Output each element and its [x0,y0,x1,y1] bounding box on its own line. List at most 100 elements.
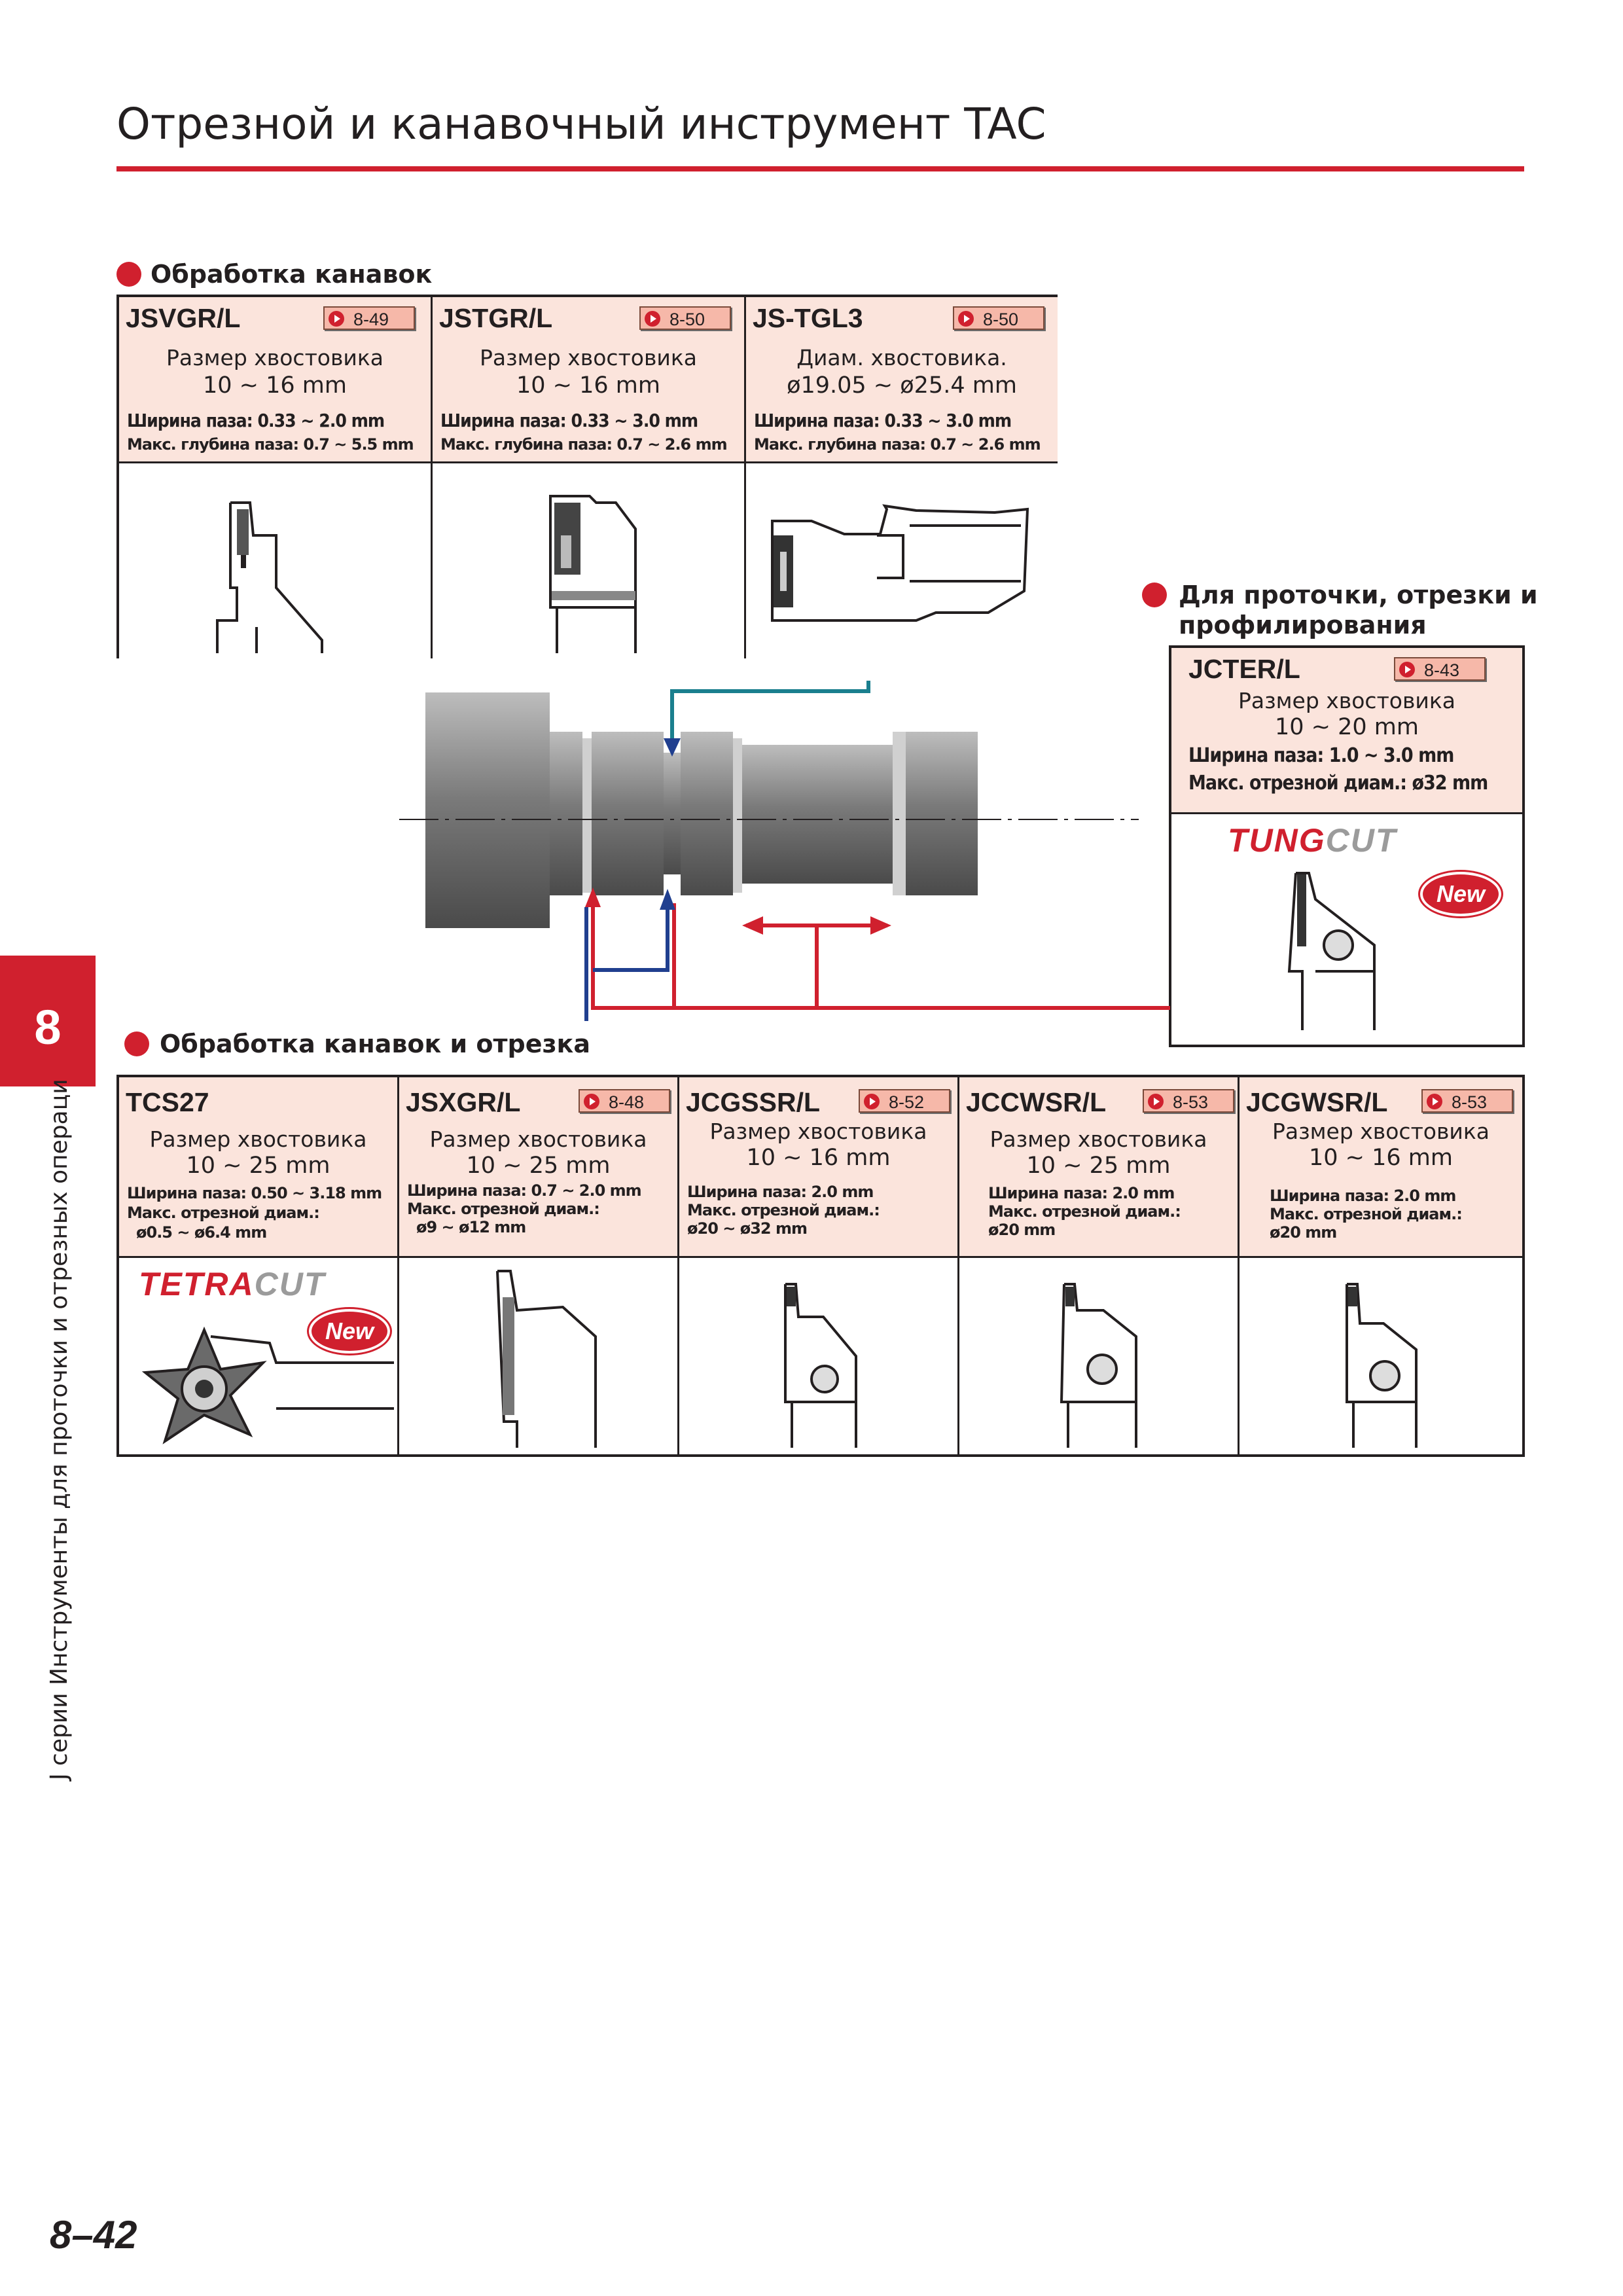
arrow-right-icon [1427,1094,1442,1109]
arrow-right-icon [864,1094,880,1109]
arrow-right-icon [1148,1094,1164,1109]
arrow-right-icon [645,311,660,327]
tool-card-jcter[interactable]: JCTER/L 8-43 Размер хвостовика 10 ~ 20 m… [1171,648,1522,814]
groove-width: Ширина паза: 2.0 mm [988,1184,1175,1202]
groove-width: Ширина паза: 2.0 mm [687,1183,874,1201]
turning-tools-table: JCTER/L 8-43 Размер хвостовика 10 ~ 20 m… [1169,645,1525,1047]
workpiece-diagram [393,657,1178,1080]
cutoff-diameter-label: Макс. отрезной диам.: [407,1200,600,1218]
title-rule [116,166,1524,171]
arrow-right-icon [1399,662,1415,677]
tool-code: TCS27 [126,1087,209,1117]
shank-value: ø19.05 ~ ø25.4 mm [787,372,1017,399]
tool-card-jsxgr[interactable]: JSXGR/L 8-48 Размер хвостовика 10 ~ 25 m… [399,1077,679,1258]
bullet-dot-icon [124,1031,149,1056]
tool-card-tcs27[interactable]: TCS27 Размер хвостовика 10 ~ 25 mm Ширин… [119,1077,399,1258]
tool-drawing-jsvgr [119,463,433,658]
tool-card-jsvgr[interactable]: JSVGR/L 8-49 Размер хвостовика 10 ~ 16 m… [119,297,433,463]
grooving-tools-table: JSVGR/L 8-49 Размер хвостовика 10 ~ 16 m… [116,295,1058,658]
tool-code: JSTGR/L [439,303,553,333]
tool-card-js-tgl3[interactable]: JS-TGL3 8-50 Диам. хвостовика. ø19.05 ~ … [746,297,1058,463]
cutoff-diameter-label: Макс. отрезной диам.: [988,1202,1181,1221]
groove-width: Ширина паза: 0.33 ~ 3.0 mm [754,410,1012,431]
page-ref-button[interactable]: 8-48 [579,1089,670,1113]
tool-code: JCGSSR/L [686,1087,821,1117]
shank-value: 10 ~ 25 mm [186,1153,330,1179]
groove-width: Ширина паза: 0.7 ~ 2.0 mm [407,1181,642,1200]
grooving-cutoff-tools-table: TCS27 Размер хвостовика 10 ~ 25 mm Ширин… [116,1075,1525,1457]
new-badge: New [1420,872,1501,916]
shank-value: 10 ~ 16 mm [203,372,347,399]
shank-value: 10 ~ 16 mm [746,1145,891,1171]
tool-code: JCCWSR/L [966,1087,1107,1117]
tool-card-jcgwsr[interactable]: JCGWSR/L 8-53 Размер хвостовика 10 ~ 16 … [1240,1077,1522,1258]
tool-drawing-jccwsr [959,1258,1240,1454]
section-turning-label: Для проточки, отрезки и [1179,581,1538,609]
groove-width: Ширина паза: 0.50 ~ 3.18 mm [127,1184,382,1202]
page-title: Отрезной и канавочный инструмент TAC [116,99,1046,149]
tool-code: JCTER/L [1188,654,1300,684]
tool-drawing-jcgssr [679,1258,959,1454]
page-ref-button[interactable]: 8-50 [953,306,1044,330]
cutoff-diameter-value: ø20 mm [988,1221,1056,1239]
cutoff-diameter-label: Макс. отрезной диам.: [1270,1205,1463,1223]
groove-depth: Макс. глубина паза: 0.7 ~ 5.5 mm [127,435,414,454]
cutoff-diameter-value: ø9 ~ ø12 mm [416,1218,526,1236]
tool-drawing-jstgr [433,463,746,658]
cutoff-diameter-value: ø20 mm [1270,1223,1337,1242]
chapter-tab [0,956,96,1086]
tungcut-logo: TUNGCUT [1228,822,1397,859]
groove-width: Ширина паза: 1.0 ~ 3.0 mm [1188,744,1454,767]
groove-width: Ширина паза: 2.0 mm [1270,1187,1456,1205]
tool-drawing-js-tgl3 [746,463,1058,658]
tool-holder-drawing-icon [1346,1283,1418,1448]
cutoff-diameter: Макс. отрезной диам.: ø32 mm [1188,772,1488,795]
tool-card-jstgr[interactable]: JSTGR/L 8-50 Размер хвостовика 10 ~ 16 m… [433,297,746,463]
shank-label: Диам. хвостовика. [796,345,1007,370]
workpiece-shaft-icon [399,657,1170,1080]
shank-label: Размер хвостовика [429,1126,647,1152]
cutoff-diameter-value: ø0.5 ~ ø6.4 mm [136,1223,267,1242]
cutoff-diameter-label: Макс. отрезной диам.: [687,1201,880,1219]
tool-card-jcgssr[interactable]: JCGSSR/L 8-52 Размер хвостовика 10 ~ 16 … [679,1077,959,1258]
shank-value: 10 ~ 25 mm [466,1153,611,1179]
shank-value: 10 ~ 16 mm [1309,1145,1453,1171]
shank-label: Размер хвостовика [479,345,698,370]
groove-depth: Макс. глубина паза: 0.7 ~ 2.6 mm [754,435,1041,454]
groove-width: Ширина паза: 0.33 ~ 3.0 mm [440,410,698,431]
shank-label: Размер хвостовика [149,1126,367,1152]
tool-code: JCGWSR/L [1246,1087,1388,1117]
section-grooving-cutoff-label: Обработка канавок и отрезка [160,1030,590,1058]
page-ref-button[interactable]: 8-49 [323,306,415,330]
tool-code: JS-TGL3 [753,303,863,333]
section-turning-label-2: профилирования [1179,611,1427,639]
page-ref-button[interactable]: 8-53 [1143,1089,1234,1113]
bullet-dot-icon [1142,583,1167,607]
tool-drawing-jcgwsr [1240,1258,1522,1454]
tool-drawing-jcter: TUNGCUT New [1171,814,1522,1045]
tool-card-jccwsr[interactable]: JCCWSR/L 8-53 Размер хвостовика 10 ~ 25 … [959,1077,1240,1258]
tool-holder-drawing-icon [216,501,323,653]
section-grooving-label: Обработка канавок [151,260,433,289]
shank-value: 10 ~ 16 mm [516,372,660,399]
arrow-right-icon [329,311,344,327]
shank-value: 10 ~ 20 mm [1275,714,1419,740]
page-ref-button[interactable]: 8-53 [1421,1089,1513,1113]
shank-label: Размер хвостовика [1272,1119,1490,1144]
tool-holder-drawing-icon [1287,872,1376,1030]
tool-holder-drawing-icon [784,1283,857,1448]
tetracut-insert-icon [141,1326,394,1444]
tool-drawing-tcs27: TETRACUT New [119,1258,399,1454]
cutoff-diameter-value: ø20 ~ ø32 mm [687,1219,808,1238]
tool-holder-drawing-icon [1060,1283,1137,1448]
page-ref-button[interactable]: 8-52 [859,1089,950,1113]
page-ref-button[interactable]: 8-50 [639,306,731,330]
tetracut-logo: TETRACUT [139,1266,326,1302]
tool-holder-drawing-icon [771,504,1029,622]
groove-width: Ширина паза: 0.33 ~ 2.0 mm [127,410,385,431]
page-ref-button[interactable]: 8-43 [1394,657,1486,681]
shank-label: Размер хвостовика [1238,688,1456,713]
shank-label: Размер хвостовика [990,1126,1207,1152]
chapter-number: 8 [34,1000,62,1054]
cutoff-diameter-label: Макс. отрезной диам.: [127,1204,320,1222]
